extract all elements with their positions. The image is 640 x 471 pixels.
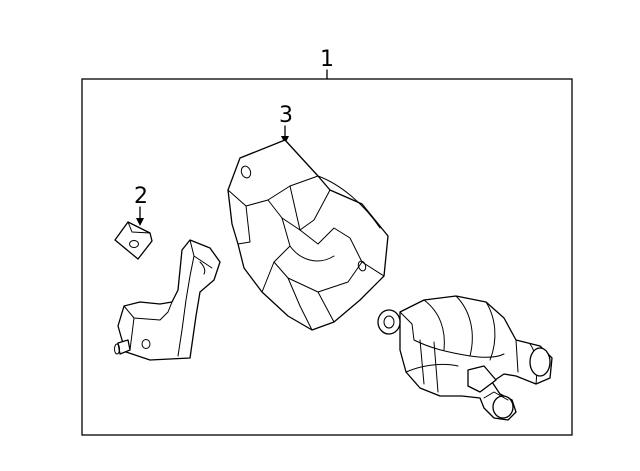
callout-1-label: 1	[320, 47, 334, 72]
callout-3-label: 3	[279, 103, 293, 128]
bracket-clip	[114, 221, 153, 260]
electric-water-pump	[377, 295, 553, 421]
callout-2-label: 2	[134, 184, 148, 209]
callout-2-arrowhead	[136, 218, 144, 226]
pump-cover	[227, 139, 389, 331]
mounting-bracket	[114, 239, 221, 361]
